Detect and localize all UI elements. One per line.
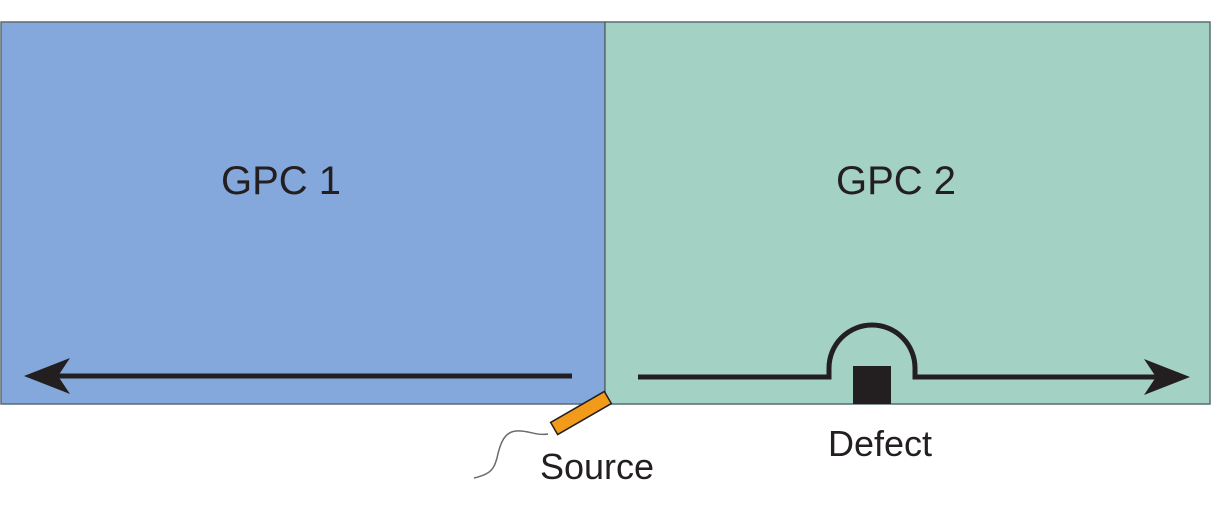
source-cable	[473, 430, 549, 479]
defect-block-icon	[853, 366, 891, 404]
left-propagation-arrow	[24, 358, 572, 394]
gpc1-region	[0, 21, 606, 405]
right-arrow-path	[638, 322, 1156, 380]
gpc2-label: GPC 2	[836, 159, 956, 203]
gpc1-label: GPC 1	[221, 159, 341, 203]
right-propagation-arrow	[638, 322, 1190, 395]
right-arrowhead-icon	[1144, 359, 1190, 395]
source-body	[549, 390, 613, 436]
source-label: Source	[540, 446, 654, 487]
left-arrowhead-icon	[24, 358, 70, 394]
source-transducer-icon	[473, 390, 613, 479]
defect-label: Defect	[828, 423, 932, 464]
